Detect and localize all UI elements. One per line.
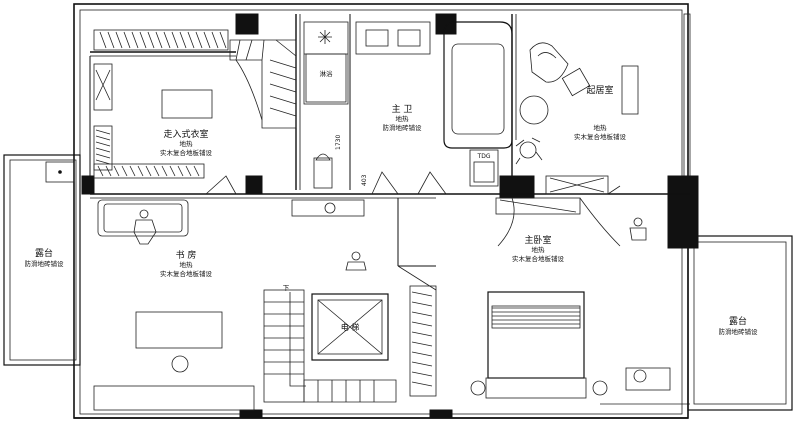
study-floor: 地热 <box>180 260 194 269</box>
living-room-material: 实木复合地板铺设 <box>574 132 627 141</box>
terrace-right-material: 防滑地砖铺设 <box>719 327 759 336</box>
closet-stair <box>229 39 297 129</box>
door-swings <box>205 171 621 291</box>
hall-counter <box>291 199 365 217</box>
living-room-name: 起居室 <box>586 84 613 96</box>
master-bath-name: 主 卫 <box>392 103 413 115</box>
bath-vanity <box>355 21 431 55</box>
living-furniture <box>515 42 639 165</box>
dim-1730-label: 1730 <box>335 135 342 150</box>
stairway <box>263 289 397 403</box>
walk-in-closet-name: 走入式衣室 <box>163 128 208 140</box>
outer-walls <box>73 3 691 419</box>
tdg-label: TDG <box>477 153 491 160</box>
bathtub <box>443 21 513 149</box>
toilet <box>313 153 333 189</box>
dim-403-label: 403 <box>361 174 368 186</box>
master-bedroom-floor: 地热 <box>532 245 546 254</box>
closet-shelves <box>93 29 229 179</box>
shower-enclosure <box>303 21 349 105</box>
walk-in-closet-material: 实木复合地板铺设 <box>160 148 213 157</box>
wall-columns <box>81 13 699 419</box>
terrace-right <box>687 235 793 411</box>
walk-in-closet-floor: 地热 <box>180 139 194 148</box>
bedroom-closet <box>409 285 437 397</box>
master-bedroom-name: 主卧室 <box>524 234 551 246</box>
study-name: 书 房 <box>176 249 197 261</box>
elevator-shaft <box>311 293 389 361</box>
shower-label: 淋浴 <box>320 69 334 78</box>
room-labels: 走入式衣室 地热 实木复合地板铺设 主 卫 地热 防滑地砖铺设 起居室 地热 实… <box>25 69 759 336</box>
elevator-name: 电 梯 <box>341 322 360 332</box>
living-room-floor: 地热 <box>594 123 608 132</box>
terrace-left <box>3 154 81 366</box>
master-bath-material: 防滑地砖铺设 <box>383 123 423 132</box>
washer-cabinet <box>469 149 499 187</box>
bed <box>470 291 671 399</box>
master-bedroom-material: 实木复合地板铺设 <box>512 254 565 263</box>
terrace-left-material: 防滑地砖铺设 <box>25 259 65 268</box>
person-figures <box>133 209 647 271</box>
study-furniture <box>93 199 255 411</box>
terrace-left-name: 露台 <box>35 247 53 259</box>
study-material: 实木复合地板铺设 <box>160 269 213 278</box>
bedroom-wardrobe <box>495 175 609 215</box>
master-bath-floor: 地热 <box>396 114 410 123</box>
stair-down-label: 下 <box>283 284 290 292</box>
terrace-right-name: 露台 <box>729 315 747 327</box>
